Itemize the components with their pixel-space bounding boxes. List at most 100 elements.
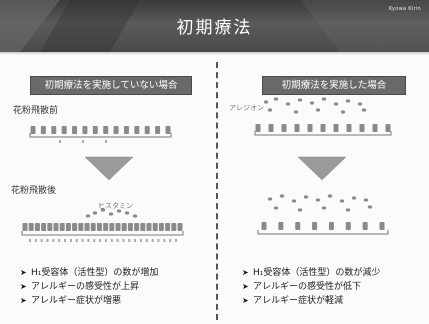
antihistamine-dot xyxy=(339,199,345,203)
antihistamine-dot xyxy=(263,100,269,104)
left-bullet-item: ➤H₁受容体（活性型）の数が増加 xyxy=(20,268,159,278)
antihistamine-dot xyxy=(333,102,339,106)
receptor-mark xyxy=(30,126,36,134)
receptor-mark xyxy=(307,124,313,132)
after-pollen-label: 花粉飛散後 xyxy=(11,186,57,196)
company-logo: Kyowa Kirin xyxy=(388,6,421,12)
arrow-icon: ➤ xyxy=(242,296,249,305)
membrane-line xyxy=(257,230,389,235)
antihistamine-dot xyxy=(273,97,279,101)
receptor-mark xyxy=(22,223,28,231)
antihistamine-dot xyxy=(345,99,351,103)
receptor-mark xyxy=(103,126,109,134)
receptor-mark xyxy=(278,222,284,230)
receptor-mark xyxy=(41,223,47,231)
receptor-mark xyxy=(362,222,368,230)
receptor-mark xyxy=(103,223,109,231)
receptor-tail xyxy=(58,239,61,242)
receptor-mark xyxy=(92,126,98,134)
receptor-tail xyxy=(52,239,55,242)
arrow-icon: ➤ xyxy=(20,282,27,291)
antihistamine-dot xyxy=(361,108,367,112)
page-title: 初期療法 xyxy=(176,18,253,38)
receptor-tail xyxy=(175,239,177,242)
receptor-mark xyxy=(146,223,152,231)
arrow-icon: ➤ xyxy=(242,282,249,291)
receptor-mark xyxy=(295,222,301,230)
histamine-dot xyxy=(100,208,106,212)
receptor-mark xyxy=(53,223,59,231)
receptor-tail xyxy=(99,239,102,242)
receptor-mark xyxy=(328,222,334,230)
receptor-tail xyxy=(81,239,84,242)
antihistamine-dot xyxy=(285,102,291,106)
receptor-tail xyxy=(163,239,166,242)
receptor-tail xyxy=(116,239,119,242)
down-arrow-triangle xyxy=(297,156,347,181)
receptor-tail xyxy=(29,239,31,242)
receptor-mark xyxy=(158,223,164,231)
receptor-tail xyxy=(134,239,137,242)
receptor-tail xyxy=(40,239,43,242)
receptor-mark xyxy=(177,223,183,231)
receptor-mark xyxy=(65,223,71,231)
antihistamine-dot xyxy=(321,206,327,210)
antihistamine-dot xyxy=(357,102,363,106)
antihistamine-dot xyxy=(267,108,273,112)
receptor-mark xyxy=(134,126,140,134)
receptor-tail xyxy=(69,239,72,242)
receptor-tail xyxy=(139,239,142,242)
antihistamine-dot xyxy=(297,208,303,212)
header-decoration xyxy=(0,0,429,52)
antihistamine-dot xyxy=(363,198,369,202)
histamine-label: ヒスタミン xyxy=(98,202,133,210)
histamine-dot xyxy=(85,214,91,218)
antihistamine-dot xyxy=(297,98,303,102)
histamine-dot xyxy=(116,209,122,213)
histamine-dot xyxy=(92,211,98,215)
receptor-mark xyxy=(127,223,133,231)
left-bullet-list: ➤H₁受容体（活性型）の数が増加 ➤アレルギーの感受性が上昇 ➤アレルギー症状が… xyxy=(20,266,158,308)
receptor-mark xyxy=(359,124,365,132)
receptor-mark xyxy=(385,124,391,132)
antihistamine-dot xyxy=(291,199,297,203)
receptor-mark xyxy=(140,223,146,231)
drug-label: アレジオン xyxy=(229,104,264,112)
receptor-mark xyxy=(115,223,121,231)
receptor-mark xyxy=(121,223,127,231)
receptor-mark xyxy=(261,222,267,230)
receptor-tail xyxy=(93,239,96,242)
receptor-mark xyxy=(345,222,351,230)
right-bullet-item: ➤H₁受容体（活性型）の数が減少 xyxy=(242,268,381,278)
receptor-mark xyxy=(268,124,274,132)
receptor-mark xyxy=(165,126,171,134)
receptor-mark xyxy=(346,124,352,132)
receptor-mark xyxy=(123,126,129,134)
receptor-mark xyxy=(84,223,90,231)
receptor-mark xyxy=(372,124,378,132)
left-bullet-item: ➤アレルギーの感受性が上昇 xyxy=(20,282,140,292)
receptor-tail xyxy=(110,239,113,242)
receptor-tail xyxy=(145,239,148,242)
antihistamine-dot xyxy=(367,205,373,209)
left-panel-label: 初期療法を実施していない場合 xyxy=(30,76,192,95)
header-shadow xyxy=(0,52,429,55)
left-bullet-item: ➤アレルギー症状が増悪 xyxy=(20,296,122,306)
receptor-tail xyxy=(34,239,37,242)
receptor-mark xyxy=(294,124,300,132)
receptor-mark xyxy=(134,223,140,231)
receptor-mark xyxy=(113,126,119,134)
histamine-dot xyxy=(124,211,130,215)
receptor-mark xyxy=(59,223,65,231)
down-arrow-triangle xyxy=(84,156,134,181)
receptor-tail xyxy=(169,239,172,242)
receptor-mark xyxy=(72,126,78,134)
membrane-line xyxy=(21,231,184,236)
receptor-mark xyxy=(72,223,78,231)
receptor-mark xyxy=(51,126,57,134)
receptor-tail xyxy=(64,239,67,242)
receptor-tail xyxy=(82,140,84,143)
antihistamine-dot xyxy=(351,196,357,200)
